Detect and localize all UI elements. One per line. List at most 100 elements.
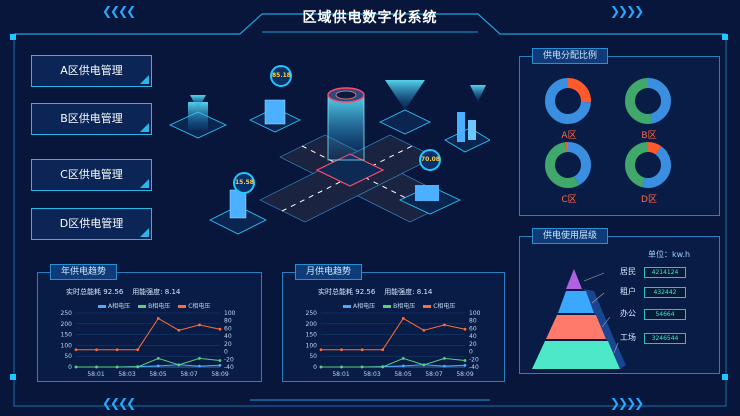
donut-slice <box>625 78 671 124</box>
donut-slice <box>545 142 591 188</box>
panel-title: 月供电趋势 <box>295 264 363 280</box>
data-point <box>95 365 98 369</box>
data-point <box>443 364 446 368</box>
level-value: 4214124 <box>644 267 686 278</box>
x-tick-label: 58:07 <box>180 371 197 378</box>
y-tick-label: 150 <box>61 332 73 339</box>
level-label: 居民 <box>620 267 636 276</box>
y-tick-label: 100 <box>61 342 73 349</box>
data-point <box>156 317 160 320</box>
data-point <box>198 356 201 360</box>
menu-label: D区供电管理 <box>59 217 124 230</box>
donut-slice <box>545 142 591 188</box>
donut-slice <box>545 78 591 124</box>
month-trend-panel: 月供电趋势 实时总能耗 92.56 用能强度: 8.14 A相电压 B相电压 C… <box>282 264 505 382</box>
data-point <box>95 348 98 352</box>
legend-item: B相电压 <box>138 301 170 310</box>
corner-triangle-icon <box>140 179 149 188</box>
series-line <box>321 317 466 351</box>
x-tick-label: 58:03 <box>363 371 380 378</box>
data-point <box>401 356 405 360</box>
chart-legend: A相电压 B相电压 C相电压 <box>343 301 455 310</box>
x-tick-label: 58:05 <box>149 371 166 378</box>
y-tick-label: 150 <box>306 332 318 339</box>
data-point <box>422 363 426 367</box>
data-point <box>381 365 385 369</box>
x-tick-label: 58:01 <box>87 371 104 378</box>
data-point <box>198 364 201 368</box>
y-tick-label: 50 <box>309 353 317 360</box>
pyramid-level-3 <box>546 315 606 339</box>
legend-item: C相电压 <box>423 301 455 310</box>
panel-title: 供电分配比例 <box>532 48 609 64</box>
chevrons-bottom-right-icon: ❯❯❯❯ <box>610 396 644 410</box>
y2-tick-label: -40 <box>469 364 479 371</box>
y2-tick-label: 80 <box>469 318 477 325</box>
pyramid-level-2 <box>558 291 594 313</box>
y-tick-label: 0 <box>68 364 72 371</box>
x-tick-label: 58:03 <box>118 371 135 378</box>
data-point <box>198 323 201 327</box>
data-point <box>319 348 323 352</box>
energy-badge: 15.58 <box>233 172 255 194</box>
data-point <box>136 348 140 352</box>
menu-zone-d-button[interactable]: D区供电管理 <box>31 208 152 240</box>
center-tower <box>327 94 365 161</box>
y2-tick-label: 60 <box>224 325 232 332</box>
data-point <box>360 365 364 369</box>
legend-item: C相电压 <box>178 301 210 310</box>
level-value: 432442 <box>644 287 686 298</box>
corner-triangle-icon <box>140 123 149 132</box>
data-point <box>115 365 119 369</box>
data-point <box>401 317 405 320</box>
intensity-value: 8.14 <box>164 288 181 296</box>
zone-label: B区 <box>641 131 657 141</box>
x-tick-label: 58:09 <box>211 371 228 378</box>
y-tick-label: 250 <box>61 310 73 317</box>
x-tick-label: 58:01 <box>332 371 349 378</box>
y-tick-label: 50 <box>64 353 72 360</box>
data-point <box>443 356 446 360</box>
data-point <box>218 359 222 362</box>
level-label: 办公 <box>620 309 636 318</box>
data-point <box>115 348 119 352</box>
y2-tick-label: 100 <box>224 310 236 317</box>
energy-badge: 85.18 <box>270 65 292 87</box>
chevrons-top-right-icon: ❯❯❯❯ <box>610 4 644 18</box>
data-point <box>156 356 160 360</box>
data-point <box>360 348 364 352</box>
menu-zone-c-button[interactable]: C区供电管理 <box>31 159 152 191</box>
data-point <box>463 359 467 362</box>
data-point <box>463 363 467 367</box>
year-trend-panel: 年供电趋势 实时总能耗 92.56 用能强度: 8.14 A相电压 B相电压 C… <box>37 264 262 382</box>
y2-tick-label: 0 <box>469 349 473 356</box>
y2-tick-label: 20 <box>469 341 477 348</box>
panel-title: 供电使用层级 <box>532 228 609 244</box>
data-point <box>74 348 78 352</box>
legend-item: A相电压 <box>343 301 375 310</box>
data-point <box>177 363 181 367</box>
donut-slice <box>625 142 671 188</box>
panel-title: 年供电趋势 <box>50 264 118 280</box>
chevrons-top-left-icon: ❮❮❮❮ <box>102 4 136 18</box>
x-tick-label: 58:05 <box>394 371 411 378</box>
y2-tick-label: 40 <box>224 333 232 340</box>
usage-panel: 供电使用层级 单位：kw.h 居民 4214124 租户 432442 办公 5… <box>519 228 720 374</box>
zone-label: D区 <box>641 195 657 205</box>
data-point <box>74 365 78 369</box>
intensity-value: 8.14 <box>416 288 433 296</box>
menu-zone-b-button[interactable]: B区供电管理 <box>31 103 152 135</box>
menu-zone-a-button[interactable]: A区供电管理 <box>31 55 152 87</box>
series-line <box>321 357 466 368</box>
data-point <box>401 364 405 368</box>
chart-legend: A相电压 B相电压 C相电压 <box>98 301 210 310</box>
page-title: 区域供电数字化系统 <box>302 10 438 26</box>
data-point <box>156 364 160 368</box>
level-value: 54664 <box>644 309 686 320</box>
energy-badge: 70.08 <box>419 149 441 171</box>
x-tick-label: 58:07 <box>425 371 442 378</box>
y2-tick-label: 80 <box>224 318 232 325</box>
y2-tick-label: 40 <box>469 333 477 340</box>
